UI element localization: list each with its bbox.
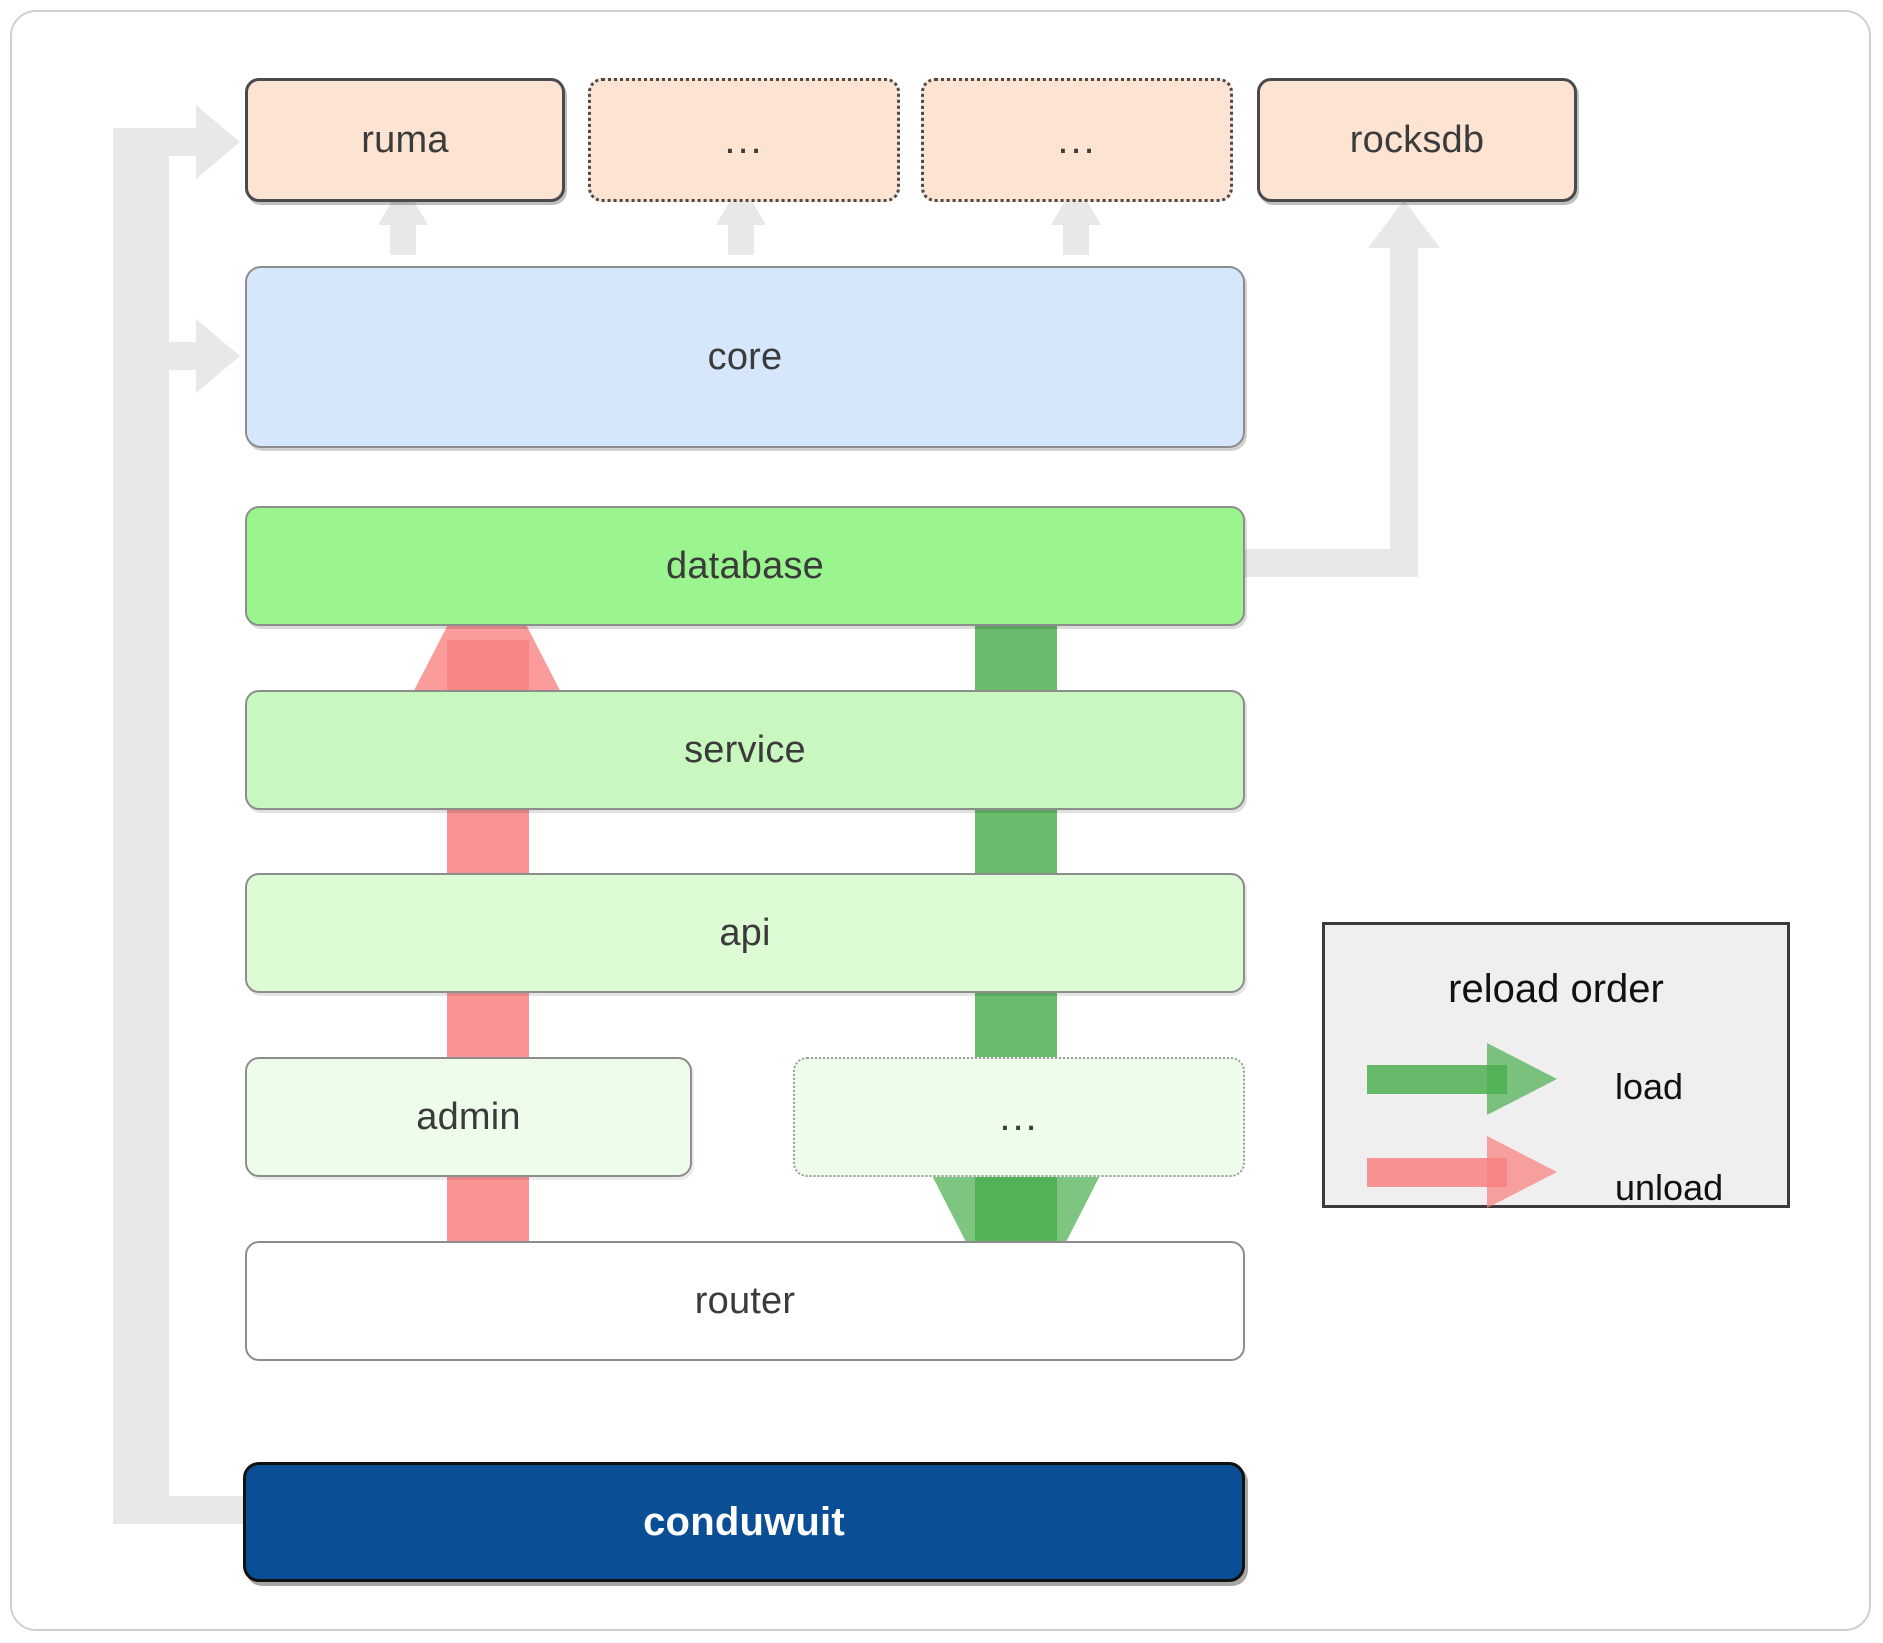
legend-label-load: load bbox=[1615, 1066, 1684, 1107]
node-ruma-label: ruma bbox=[361, 118, 449, 161]
legend-arrow-swatches bbox=[1367, 1043, 1557, 1208]
node-conduwuit[interactable]: conduwuit bbox=[243, 1462, 1245, 1582]
legend-unload-arrow bbox=[1367, 1136, 1557, 1208]
connector-conduwuit-horizontal bbox=[113, 1496, 243, 1524]
node-dep-ellipsis-2-label: ... bbox=[1057, 118, 1097, 162]
legend-panel: reload order load unload bbox=[1322, 922, 1790, 1208]
node-ruma[interactable]: ruma bbox=[245, 78, 565, 202]
node-dep-ellipsis-1[interactable]: ... bbox=[588, 78, 900, 202]
node-layer-ellipsis-label: ... bbox=[999, 1095, 1039, 1139]
connector-database-to-rocksdb-vertical bbox=[1390, 225, 1418, 565]
node-admin[interactable]: admin bbox=[245, 1057, 692, 1177]
node-dep-ellipsis-2[interactable]: ... bbox=[921, 78, 1233, 202]
node-dep-ellipsis-1-label: ... bbox=[724, 118, 764, 162]
node-core[interactable]: core bbox=[245, 266, 1245, 448]
node-layer-ellipsis[interactable]: ... bbox=[793, 1057, 1245, 1177]
diagram-frame bbox=[10, 10, 1871, 1631]
node-admin-label: admin bbox=[416, 1095, 521, 1138]
node-api[interactable]: api bbox=[245, 873, 1245, 993]
connector-to-ruma-horizontal bbox=[141, 128, 201, 156]
node-rocksdb[interactable]: rocksdb bbox=[1257, 78, 1577, 202]
node-api-label: api bbox=[719, 911, 771, 954]
connector-branch-vertical bbox=[141, 128, 169, 1508]
legend-label-unload: unload bbox=[1615, 1167, 1724, 1208]
connector-to-core-horizontal bbox=[141, 342, 201, 370]
node-conduwuit-label: conduwuit bbox=[643, 1499, 845, 1544]
node-core-label: core bbox=[707, 335, 783, 378]
node-router[interactable]: router bbox=[245, 1241, 1245, 1361]
node-rocksdb-label: rocksdb bbox=[1349, 118, 1485, 161]
node-service[interactable]: service bbox=[245, 690, 1245, 810]
node-database-label: database bbox=[666, 544, 824, 587]
legend-title: reload order bbox=[1448, 967, 1664, 1011]
connector-trunk-vertical bbox=[113, 128, 141, 1524]
node-database[interactable]: database bbox=[245, 506, 1245, 626]
node-service-label: service bbox=[684, 728, 806, 771]
node-router-label: router bbox=[694, 1279, 796, 1322]
legend-load-arrow bbox=[1367, 1043, 1557, 1115]
